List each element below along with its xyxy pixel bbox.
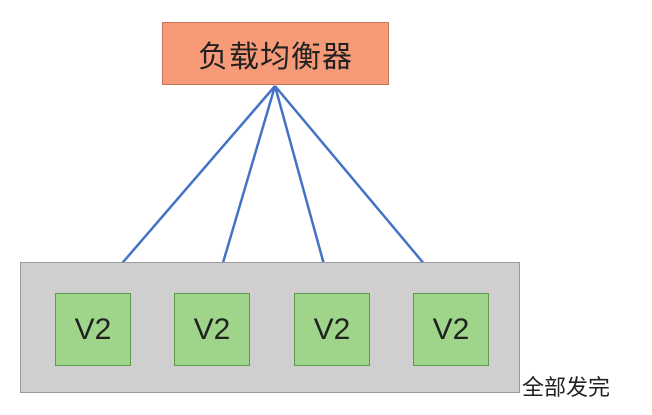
server-node-1: V2 bbox=[55, 293, 131, 366]
load-balancer-box: 负载均衡器 bbox=[162, 22, 389, 85]
server-node-label: V2 bbox=[193, 312, 231, 346]
server-node-2: V2 bbox=[174, 293, 250, 366]
arrow-to-node-2 bbox=[212, 85, 277, 292]
server-node-3: V2 bbox=[294, 293, 370, 366]
server-node-label: V2 bbox=[432, 312, 470, 346]
server-node-4: V2 bbox=[413, 293, 489, 366]
arrow-to-node-4 bbox=[274, 85, 448, 292]
server-node-label: V2 bbox=[74, 312, 112, 346]
load-balancer-label: 负载均衡器 bbox=[198, 39, 353, 75]
arrow-to-node-3 bbox=[273, 85, 334, 292]
server-node-label: V2 bbox=[313, 312, 351, 346]
status-label: 全部发完 bbox=[522, 376, 611, 401]
arrow-to-node-1 bbox=[97, 85, 276, 292]
